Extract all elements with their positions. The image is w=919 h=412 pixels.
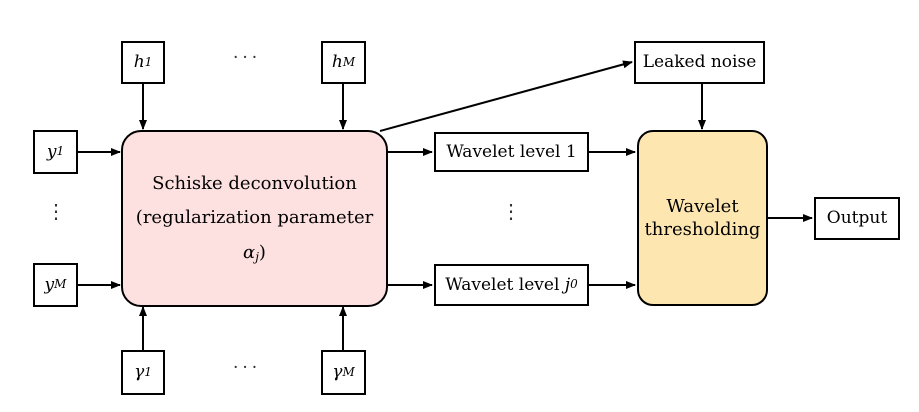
wavelet-level-1-label: Wavelet level 1: [446, 141, 577, 162]
output-label: Output: [826, 208, 888, 229]
alpha-sub: j: [255, 249, 259, 264]
schiske-line-2-suffix: ): [258, 241, 266, 263]
leaked-noise-box: Leaked noise: [634, 41, 765, 84]
wavelet-thresholding-block: Wavelet thresholding: [637, 130, 768, 306]
hM-var: h: [331, 52, 343, 73]
h1-var: h: [133, 52, 145, 73]
gamma-ellipsis: ···: [233, 358, 262, 378]
y1-var: y: [46, 141, 57, 162]
yM-var: y: [44, 274, 55, 295]
j0-sub: 0: [570, 277, 578, 292]
hM-sub: M: [342, 54, 356, 69]
wavelet-vertical-ellipsis: ⋮: [501, 199, 521, 223]
y1-sub: 1: [56, 144, 65, 159]
schiske-line-1: Schiske deconvolution: [152, 173, 357, 195]
schiske-line-2-prefix: (regularization parameter: [135, 207, 374, 229]
arrow-main-to-leaked-noise: [379, 60, 633, 132]
y-vertical-ellipsis: ⋮: [46, 199, 66, 223]
wavelet-level-1-box: Wavelet level 1: [434, 132, 589, 172]
leaked-noise-label: Leaked noise: [642, 52, 757, 73]
yM-sub: M: [54, 277, 67, 292]
schiske-line-2: (regularization parameter αj): [123, 201, 386, 269]
wavelet-level-j0-prefix: Wavelet level: [445, 274, 560, 295]
gammaM-var: γ: [332, 362, 343, 383]
thresholding-line-1: Wavelet: [666, 195, 739, 217]
gamma1-sub: 1: [144, 364, 152, 379]
gammaM-sub: M: [342, 364, 355, 379]
gamma1-var: γ: [134, 362, 145, 383]
h-ellipsis: ···: [233, 48, 262, 68]
output-box: Output: [814, 197, 900, 240]
j0-var: j: [564, 274, 571, 295]
alpha-var: α: [243, 241, 256, 263]
schiske-deconvolution-block: Schiske deconvolution (regularization pa…: [121, 130, 388, 307]
h1-sub: 1: [144, 54, 153, 69]
thresholding-line-2: thresholding: [644, 219, 761, 240]
